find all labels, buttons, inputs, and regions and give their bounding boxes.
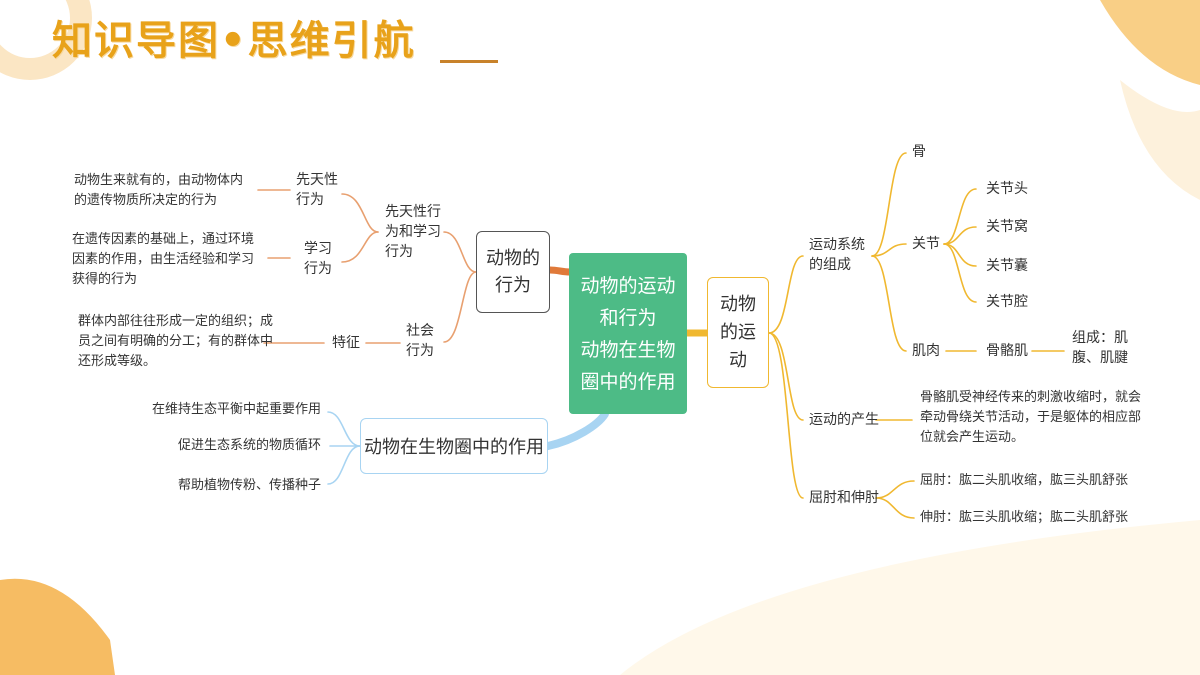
muscle-composition-label[interactable]: 组成：肌 腹、肌腱 xyxy=(1072,330,1128,366)
joint-part-label[interactable]: 关节腔 xyxy=(986,294,1028,310)
connector-center-behavior xyxy=(546,266,574,276)
connector-joint-cavity xyxy=(943,243,977,303)
flex-item[interactable]: 伸肘：肱三头肌收缩；肱二头肌舒张 xyxy=(920,510,1129,525)
center-topic-line: 圈中的作用 xyxy=(580,370,676,393)
connector-group-innate xyxy=(341,193,379,233)
innate-behavior-label[interactable]: 先天性 行为 xyxy=(296,172,338,208)
connector-role-item1 xyxy=(327,411,361,447)
center-topic-line: 动物的运动 xyxy=(580,274,676,297)
connector-system-muscle xyxy=(871,255,907,352)
motor-system-label[interactable]: 运动系统 的组成 xyxy=(809,237,865,273)
muscle-label[interactable]: 肌肉 xyxy=(912,343,940,359)
joint-label[interactable]: 关节 xyxy=(912,236,940,252)
joint-part-label[interactable]: 关节头 xyxy=(986,181,1028,197)
connector-behavior-social xyxy=(443,271,477,343)
innate-behavior-desc: 动物生来就有的，由动物体内 的遗传物质所决定的行为 xyxy=(74,173,244,208)
connector-motion-system xyxy=(768,255,804,334)
connector-behavior-group xyxy=(443,231,477,273)
motion-node-line: 动 xyxy=(729,349,747,371)
title-underline xyxy=(440,60,498,63)
connector-motion-production xyxy=(768,332,804,421)
connector-joint-socket xyxy=(943,226,977,245)
connector-role-item3 xyxy=(327,445,361,485)
connector-joint-head xyxy=(943,188,977,245)
connector-center-role xyxy=(544,410,609,450)
connector-motion-flex xyxy=(768,332,804,499)
role-item[interactable]: 在维持生态平衡中起重要作用 xyxy=(152,402,322,417)
center-topic-node[interactable]: 动物的运动 和行为 动物在生物 圈中的作用 xyxy=(569,253,687,414)
connector-joint-capsule xyxy=(943,243,977,267)
page-title: 知识导图•思维引航 xyxy=(52,18,416,64)
flex-item[interactable]: 屈肘：肱二头肌收缩，肱三头肌舒张 xyxy=(920,473,1129,488)
behavior-node[interactable]: 动物的 行为 xyxy=(476,231,550,313)
connector-group-learned xyxy=(341,231,379,263)
social-behavior-label[interactable]: 社会 行为 xyxy=(406,323,434,359)
role-item[interactable]: 帮助植物传粉、传播种子 xyxy=(178,478,322,493)
connector-flex-item2 xyxy=(875,497,915,519)
behavior-node-line: 行为 xyxy=(495,275,531,296)
role-item[interactable]: 促进生态系统的物质循环 xyxy=(178,438,322,453)
behavior-node-line: 动物的 xyxy=(486,248,540,269)
center-topic-line: 动物在生物 xyxy=(580,338,676,361)
social-feature-label[interactable]: 特征 xyxy=(332,335,360,351)
skeletal-muscle-label[interactable]: 骨骼肌 xyxy=(986,343,1028,359)
center-topic-line: 和行为 xyxy=(599,306,657,329)
joint-part-label[interactable]: 关节窝 xyxy=(986,219,1028,235)
motion-node[interactable]: 动物 的运 动 xyxy=(707,277,769,388)
role-in-biosphere-node[interactable]: 动物在生物圈中的作用 xyxy=(360,418,548,474)
flex-extend-label[interactable]: 屈肘和伸肘 xyxy=(809,490,879,506)
social-behavior-desc: 群体内部往往形成一定的组织；成 员之间有明确的分工；有的群体中 还形成等级。 xyxy=(78,314,274,369)
motion-node-line: 动物 xyxy=(720,293,756,315)
connector-system-bone xyxy=(871,152,907,257)
movement-production-desc: 骨骼肌受神经传来的刺激收缩时，就会 牵动骨绕关节活动，于是躯体的相应部 位就会产… xyxy=(920,390,1142,445)
motion-node-line: 的运 xyxy=(720,321,756,343)
innate-learned-group-label[interactable]: 先天性行 为和学习 行为 xyxy=(385,204,441,260)
movement-production-label[interactable]: 运动的产生 xyxy=(809,412,879,428)
bone-label[interactable]: 骨 xyxy=(912,144,926,160)
connector-system-joint xyxy=(871,243,907,257)
learned-behavior-label[interactable]: 学习 行为 xyxy=(304,241,332,277)
learned-behavior-desc: 在遗传因素的基础上，通过环境 因素的作用，由生活经验和学习 获得的行为 xyxy=(72,232,255,287)
joint-part-label[interactable]: 关节囊 xyxy=(986,258,1028,274)
connector-flex-item1 xyxy=(875,480,915,499)
